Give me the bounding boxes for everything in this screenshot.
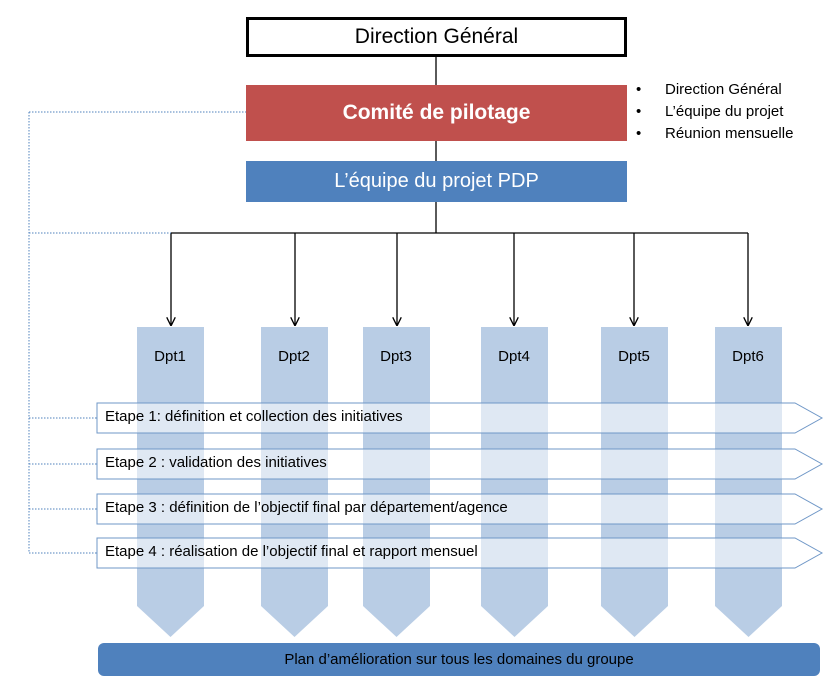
step3-label: Etape 3 : définition de l’objectif final… <box>105 499 508 516</box>
dpt3-label: Dpt3 <box>380 348 412 365</box>
department-columns <box>137 327 782 637</box>
comite-de-pilotage-box: Comité de pilotage <box>246 85 627 141</box>
dpt3-column <box>363 327 430 637</box>
dpt4-label: Dpt4 <box>498 348 530 365</box>
step2-arrow <box>96 448 824 480</box>
step-arrows <box>96 402 824 569</box>
hierarchy-connectors <box>171 57 748 325</box>
team-title: L’équipe du projet PDP <box>334 170 539 192</box>
dpt5-column <box>601 327 668 637</box>
dpt6-column <box>715 327 782 637</box>
step1-arrow <box>96 402 824 434</box>
comite-member-item: • Direction Général <box>636 79 793 101</box>
dpt4-column <box>481 327 548 637</box>
dpt5-label: Dpt5 <box>618 348 650 365</box>
dpt1-label: Dpt1 <box>154 348 186 365</box>
comite-member-item: • L’équipe du projet <box>636 101 793 123</box>
direction-general-box: Direction Général <box>246 17 627 57</box>
step3-arrow <box>96 493 824 525</box>
dotted-connectors <box>28 111 246 554</box>
step4-label: Etape 4 : réalisation de l’objectif fina… <box>105 543 478 560</box>
step4-arrow <box>96 537 824 569</box>
direction-general-title: Direction Général <box>354 25 519 48</box>
bullet-icon: • <box>636 103 642 120</box>
dpt2-label: Dpt2 <box>278 348 310 365</box>
dpt6-label: Dpt6 <box>732 348 764 365</box>
dpt1-column <box>137 327 204 637</box>
improvement-plan-label: Plan d’amélioration sur tous les domaine… <box>284 651 634 668</box>
dpt2-column <box>261 327 328 637</box>
bullet-icon: • <box>636 81 642 98</box>
comite-members-list: • Direction Général • L’équipe du projet •… <box>636 79 793 145</box>
bullet-icon: • <box>636 125 642 142</box>
step1-label: Etape 1: définition et collection des in… <box>105 408 403 425</box>
comite-member-label: Direction Général <box>665 81 782 98</box>
comite-member-label: Réunion mensuelle <box>665 125 794 142</box>
step2-label: Etape 2 : validation des initiatives <box>105 454 327 471</box>
comite-title: Comité de pilotage <box>342 101 531 124</box>
comite-member-item: • Réunion mensuelle <box>636 123 793 145</box>
comite-member-label: L’équipe du projet <box>665 103 784 120</box>
improvement-plan-bar: Plan d’amélioration sur tous les domaine… <box>98 643 820 676</box>
project-team-box: L’équipe du projet PDP <box>246 161 627 202</box>
